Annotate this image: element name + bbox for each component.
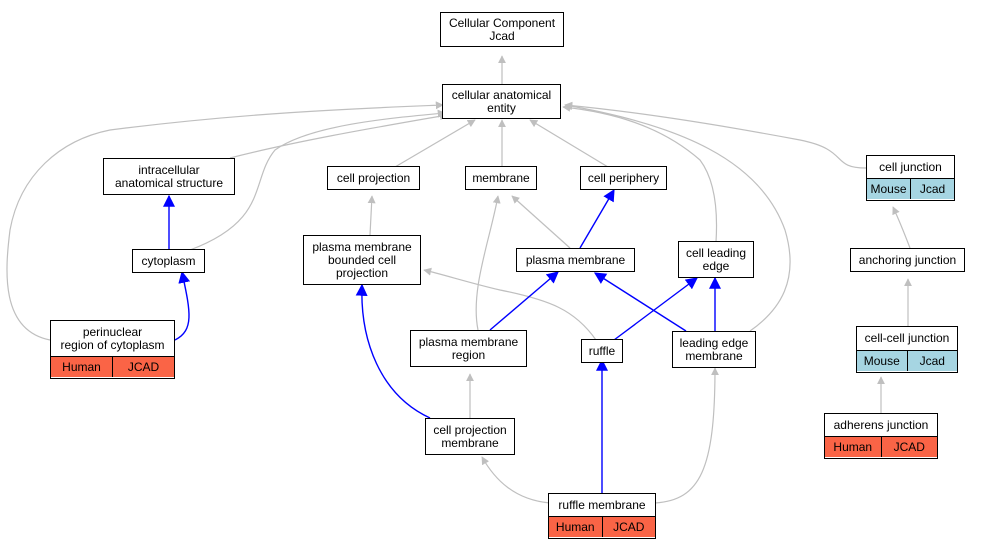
edge-leadingedge-to-cae	[562, 103, 718, 243]
species-cell: Human	[825, 437, 881, 457]
annotation-row: Human JCAD	[549, 516, 655, 537]
node-anchoring-junction[interactable]: anchoring junction	[850, 248, 965, 272]
edge-lem-partof-plasmamembrane	[593, 272, 687, 332]
annotation-row: Mouse Jcad	[867, 178, 954, 199]
node-ruffle[interactable]: ruffle	[581, 339, 623, 363]
edge-perinuclear-partof-cytoplasm	[174, 270, 191, 341]
species-cell: Mouse	[857, 351, 907, 371]
node-label: adherens junction	[833, 417, 929, 432]
species-cell: Human	[51, 357, 112, 377]
node-label: plasma membrane bounded cell projection	[312, 239, 412, 280]
edge-rufflemembrane-to-lem	[654, 367, 719, 504]
node-plasma-membrane-region[interactable]: plasma membrane region	[410, 330, 527, 367]
gene-cell: JCAD	[601, 517, 655, 537]
node-cell-periphery[interactable]: cell periphery	[580, 166, 667, 190]
node-label: plasma membrane	[525, 252, 626, 267]
node-label: cell leading edge	[685, 245, 747, 273]
node-label: membrane	[472, 170, 530, 185]
edge-periphery-to-cae	[529, 119, 609, 168]
node-cytoplasm[interactable]: cytoplasm	[132, 249, 205, 273]
node-cell-cell-junction[interactable]: cell-cell junction Mouse Jcad	[856, 326, 958, 373]
edge-plasmamembrane-to-membrane	[511, 195, 571, 249]
edge-pmregion-partof-plasmamembrane	[489, 271, 559, 331]
node-label: ruffle	[588, 343, 616, 358]
gene-cell: JCAD	[112, 357, 174, 377]
gene-cell: Jcad	[906, 351, 957, 371]
edge-ias-to-cae	[229, 112, 448, 159]
node-label: perinuclear region of cytoplasm	[60, 324, 165, 352]
node-cell-projection[interactable]: cell projection	[327, 166, 420, 190]
node-label: Cellular Component Jcad	[448, 15, 556, 43]
node-cell-projection-membrane[interactable]: cell projection membrane	[425, 418, 515, 455]
node-label: cell projection	[336, 170, 411, 185]
edge-perinuclear-to-cae	[6, 101, 444, 341]
edge-celljunction-to-cae	[564, 101, 867, 169]
node-label: cell-cell junction	[864, 331, 950, 345]
edge-leadingedgemembrane-to-cae	[564, 102, 791, 332]
node-label: cytoplasm	[141, 253, 196, 268]
node-plasma-membrane[interactable]: plasma membrane	[516, 248, 635, 272]
edge-ruffle-to-pmbcp	[423, 267, 597, 341]
node-leading-edge-membrane[interactable]: leading edge membrane	[672, 331, 756, 368]
node-label: cell periphery	[587, 170, 660, 185]
edge-pmregion-to-membrane	[475, 195, 501, 331]
node-label: ruffle membrane	[558, 497, 646, 512]
node-ruffle-membrane[interactable]: ruffle membrane Human JCAD	[548, 493, 656, 539]
edge-pmbcp-to-cellproj	[367, 195, 376, 236]
edge-cellproj-to-cae	[394, 119, 476, 168]
annotation-row: Mouse Jcad	[857, 350, 957, 371]
edge-anchoring-to-celljunction	[892, 206, 911, 249]
annotation-row: Human JCAD	[51, 356, 174, 377]
gene-cell: Jcad	[910, 179, 954, 199]
node-cell-junction[interactable]: cell junction Mouse Jcad	[866, 155, 955, 201]
node-label: cell projection membrane	[433, 422, 507, 450]
edge-ruffle-partof-leadingedge	[613, 277, 698, 341]
node-cellular-component-jcad[interactable]: Cellular Component Jcad	[440, 12, 564, 47]
node-adherens-junction[interactable]: adherens junction Human JCAD	[824, 413, 938, 459]
node-label: intracellular anatomical structure	[114, 162, 224, 190]
edge-plasmamembrane-partof-periphery	[579, 188, 615, 249]
node-label: plasma membrane region	[418, 334, 519, 362]
node-label: leading edge membrane	[679, 335, 749, 363]
node-label: cellular anatomical entity	[451, 87, 552, 115]
edge-cytoplasm-to-cae	[189, 109, 446, 251]
node-cell-leading-edge[interactable]: cell leading edge	[678, 241, 754, 278]
annotation-row: Human JCAD	[825, 436, 937, 457]
gene-cell: JCAD	[880, 437, 937, 457]
edge-rufflemembrane-to-cpm	[481, 456, 551, 504]
node-cellular-anatomical-entity[interactable]: cellular anatomical entity	[442, 84, 561, 119]
edge-cpm-partof-pmbcp	[355, 283, 431, 419]
node-label: cell junction	[879, 159, 942, 174]
node-membrane[interactable]: membrane	[465, 166, 537, 190]
node-plasma-membrane-bounded-cell-projection[interactable]: plasma membrane bounded cell projection	[303, 235, 421, 285]
species-cell: Human	[549, 517, 602, 537]
node-label: anchoring junction	[858, 252, 957, 267]
node-intracellular-anatomical-structure[interactable]: intracellular anatomical structure	[103, 158, 235, 195]
species-cell: Mouse	[867, 179, 910, 199]
node-perinuclear-region-of-cytoplasm[interactable]: perinuclear region of cytoplasm Human JC…	[50, 320, 175, 379]
